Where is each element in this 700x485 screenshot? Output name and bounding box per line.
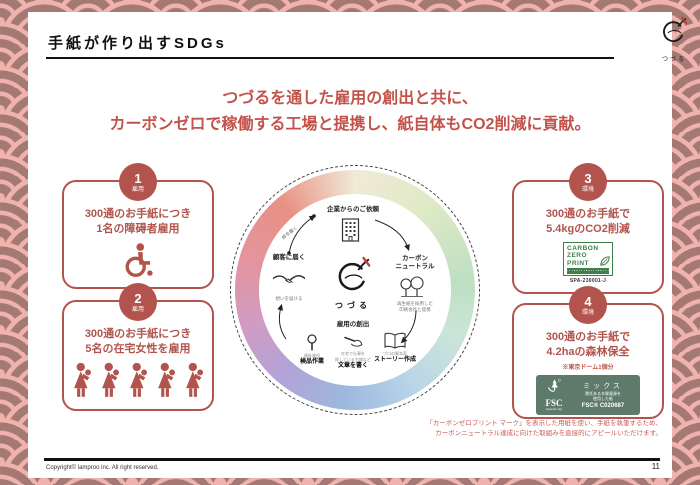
- box-2-line1: 300通のお手紙につき: [84, 328, 192, 340]
- title-underline: [46, 57, 614, 59]
- box-environment-3: 3 環境 300通のお手紙で 5.4kgのCO2削減 CARBON ZERO P…: [512, 163, 664, 294]
- trees-icon: [400, 276, 424, 297]
- node-company-request: 企業からのご依頼: [293, 206, 413, 214]
- carbon-zero-print-mark: CARBON ZERO PRINT SPA-230001-J: [563, 241, 613, 284]
- slide-card: 手紙が作り出すSDGs つづる つづるを通した雇用の創出と共に、 カーボンゼロで…: [28, 12, 688, 478]
- fsc-brand: FSC: [545, 397, 563, 408]
- node-reach-customers: 顧客に届く: [249, 254, 329, 262]
- node-reach-customers-label: 顧客に届く: [272, 254, 306, 261]
- dashed-circle: [230, 165, 480, 415]
- footnote-line2: カーボンニュートラル達成に向けた取組みを直接的にアピールいただけます。: [435, 429, 662, 437]
- box-environment-4: 4 環境 300通のお手紙で 4.2haの森林保全 ※東京ドーム1個分 FSC: [512, 286, 664, 419]
- badge-4: 4 環境: [569, 286, 607, 324]
- node-job-creation: 雇用の創出: [323, 321, 383, 329]
- magnifier-icon: [307, 334, 317, 351]
- badge-4-number: 4: [584, 293, 592, 309]
- building-icon: [341, 218, 360, 242]
- box-4-text: 300通のお手紙で 4.2haの森林保全: [546, 330, 630, 361]
- cycle-diagram: 企業からのご依頼 絆を築く 顧客に届く: [230, 165, 480, 415]
- box-1-text: 300通のお手紙につき 1名の障碍者雇用: [85, 207, 191, 238]
- crane-logo-icon: [663, 16, 688, 43]
- carbon-zero-print-frame: CARBON ZERO PRINT: [563, 241, 613, 277]
- fsc-desc-line1: 責任ある木質資源を: [585, 390, 621, 396]
- brand-logo: つづる: [652, 16, 696, 63]
- page-title: 手紙が作り出すSDGs: [48, 35, 227, 52]
- badge-3-number: 3: [584, 170, 592, 186]
- box-employment-2: 2 雇用 300通のお手紙につき 5名の在宅女性を雇用: [62, 283, 214, 411]
- node-carbon-neutral: カーボン ニュートラル: [383, 255, 447, 272]
- brand-logo-label: つづる: [661, 57, 686, 63]
- item-story: プロの脚本家 ストーリー作成: [368, 332, 422, 365]
- leaf-icon: [600, 256, 610, 266]
- item-inspection: 福祉施設 検品作業: [289, 333, 335, 367]
- copyright-text: Copyright© lamproo inc. All right reserv…: [46, 465, 159, 471]
- badge-1-category: 雇用: [131, 186, 144, 193]
- box-2-line2: 5名の在宅女性を雇用: [85, 343, 191, 356]
- handshake-icon: [273, 275, 305, 284]
- carbon-neutral-line2: ニュートラル: [395, 263, 435, 271]
- footer-divider: [44, 458, 660, 461]
- fsc-right-block: ミックス 責任ある木質資源を 使用した紙 FSC® C020687: [569, 381, 637, 409]
- recycled-paper-text1: 再生紙を採用した: [397, 301, 433, 306]
- badge-2-number: 2: [134, 290, 142, 306]
- badge-1-number: 1: [134, 170, 142, 186]
- mothers-with-children-icon: [74, 362, 204, 397]
- box-4-line2: 4.2haの森林保全: [546, 346, 630, 359]
- czp-word-zero: ZERO: [567, 252, 588, 260]
- carbon-footnote: 「カーボンゼロプリント マーク」を表示した用紙を使い、手紙を執筆するため、 カー…: [426, 419, 662, 439]
- center-brand-label: つづる: [335, 301, 371, 310]
- item-inspection-sub: 福祉施設: [304, 353, 320, 358]
- tokyo-dome-note: ※東京ドーム1個分: [562, 364, 614, 371]
- fsc-left-block: FSC www.fsc.org: [539, 378, 569, 412]
- node-company-request-label: 企業からのご依頼: [327, 206, 379, 213]
- item-writing-sub2: 探している主婦など: [335, 357, 371, 363]
- box-3-line1: 300通のお手紙で: [545, 208, 631, 220]
- item-writing-label: 文章を書く: [337, 363, 368, 370]
- headline-line1: つづるを通した雇用の創出と共に、: [222, 90, 478, 107]
- badge-2-category: 雇用: [131, 306, 144, 313]
- recycled-paper-text2: 印刷会社と提携: [399, 307, 431, 313]
- czp-code: SPA-230001-J: [569, 277, 607, 284]
- open-book-icon: [384, 332, 406, 349]
- page-number: 11: [651, 462, 660, 471]
- item-writing: 在宅で仕事を 探している主婦など 文章を書く: [329, 334, 377, 371]
- box-4-line1: 300通のお手紙で: [545, 331, 631, 343]
- item-inspection-label: 検品作業: [299, 359, 324, 366]
- fsc-mix-label: ミックス: [583, 382, 623, 390]
- badge-2: 2 雇用: [119, 283, 157, 321]
- badge-3: 3 環境: [569, 163, 607, 201]
- box-3-line2: 5.4kgのCO2削減: [546, 223, 630, 236]
- item-writing-sub1: 在宅で仕事を: [341, 351, 365, 356]
- headline: つづるを通した雇用の創出と共に、 カーボンゼロで稼働する工場と提携し、紙自体もC…: [28, 86, 672, 138]
- fsc-mark: FSC www.fsc.org ミックス 責任ある木質資源を 使用した紙 FSC…: [536, 374, 640, 415]
- crane-center-icon: [338, 256, 371, 291]
- fsc-desc-line2: 使用した紙: [593, 396, 613, 402]
- node-reach-customers-sub: 想いを届ける: [249, 296, 329, 302]
- item-story-sub: プロの脚本家: [383, 351, 407, 356]
- fsc-tree-icon: [547, 379, 561, 392]
- deliver-feelings-text: 想いを届ける: [275, 296, 303, 301]
- box-2-text: 300通のお手紙につき 5名の在宅女性を雇用: [85, 327, 191, 358]
- czp-word-print: PRINT: [567, 259, 589, 267]
- headline-line2: カーボンゼロで稼働する工場と提携し、紙自体もCO2削減に貢献。: [109, 115, 591, 133]
- carbon-neutral-line1: カーボン: [402, 255, 428, 262]
- czp-association-band: [567, 268, 609, 275]
- node-carbon-neutral-sub: 再生紙を採用した 印刷会社と提携: [381, 301, 449, 314]
- badge-4-category: 環境: [581, 309, 594, 316]
- node-job-creation-label: 雇用の創出: [336, 321, 370, 328]
- footnote-line1: 「カーボンゼロプリント マーク」を表示した用紙を使い、手紙を執筆するため、: [426, 420, 662, 427]
- wheelchair-icon: [125, 243, 153, 277]
- badge-3-category: 環境: [581, 186, 594, 193]
- box-1-line2: 1名の障碍者雇用: [96, 223, 180, 236]
- box-3-text: 300通のお手紙で 5.4kgのCO2削減: [546, 207, 630, 238]
- fsc-url: www.fsc.org: [545, 406, 563, 411]
- box-1-line1: 300通のお手紙につき: [84, 208, 192, 220]
- item-story-label: ストーリー作成: [373, 357, 416, 364]
- fsc-license-code: FSC® C020687: [581, 402, 625, 409]
- writing-hand-icon: [344, 336, 363, 347]
- badge-1: 1 雇用: [119, 163, 157, 201]
- box-employment-1: 1 雇用 300通のお手紙につき 1名の障碍者雇用: [62, 163, 214, 289]
- czp-word-carbon: CARBON: [567, 244, 599, 252]
